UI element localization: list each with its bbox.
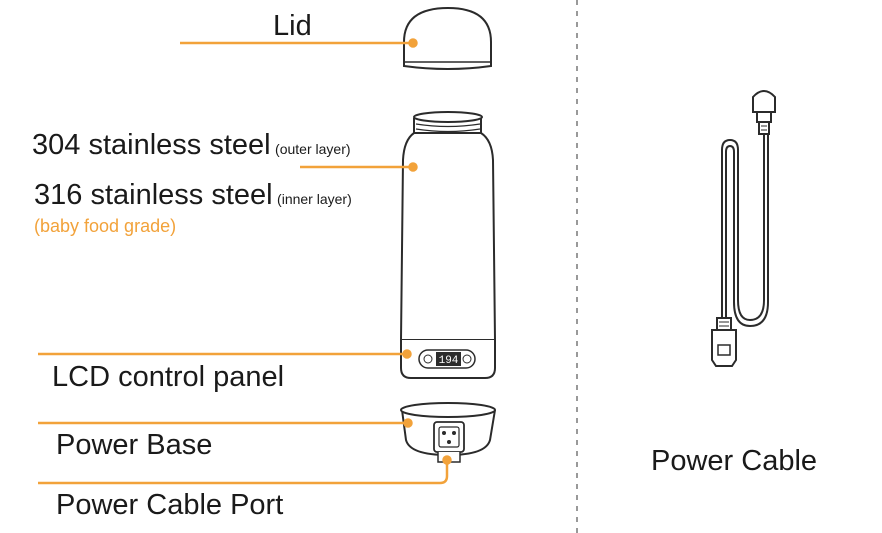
outer-layer-label: 304 stainless steel: [32, 129, 271, 161]
lid-illustration: [403, 6, 492, 70]
lid-label: Lid: [273, 10, 312, 42]
port-leader: [38, 460, 449, 485]
power-cable-label: Power Cable: [651, 445, 818, 477]
outer-layer-note: (outer layer): [275, 141, 351, 157]
lcd-readout: 194: [439, 355, 459, 367]
power-cable-illustration: [711, 90, 776, 367]
lcd-panel-label: LCD control panel: [52, 361, 285, 393]
power-base-illustration: [400, 402, 496, 463]
inner-layer-note: (inner layer): [277, 191, 352, 207]
leader-lines: [38, 38, 452, 485]
inner-layer-callout: 316 stainless steel (inner layer): [34, 181, 352, 210]
inner-layer-label: 316 stainless steel: [34, 179, 273, 211]
power-base-label: Power Base: [56, 429, 213, 461]
bottle-illustration: 194: [399, 111, 497, 379]
power-cable-port-label: Power Cable Port: [56, 489, 284, 521]
food-grade-label: (baby food grade): [34, 216, 177, 236]
outer-layer-callout: 304 stainless steel (outer layer): [32, 131, 351, 160]
